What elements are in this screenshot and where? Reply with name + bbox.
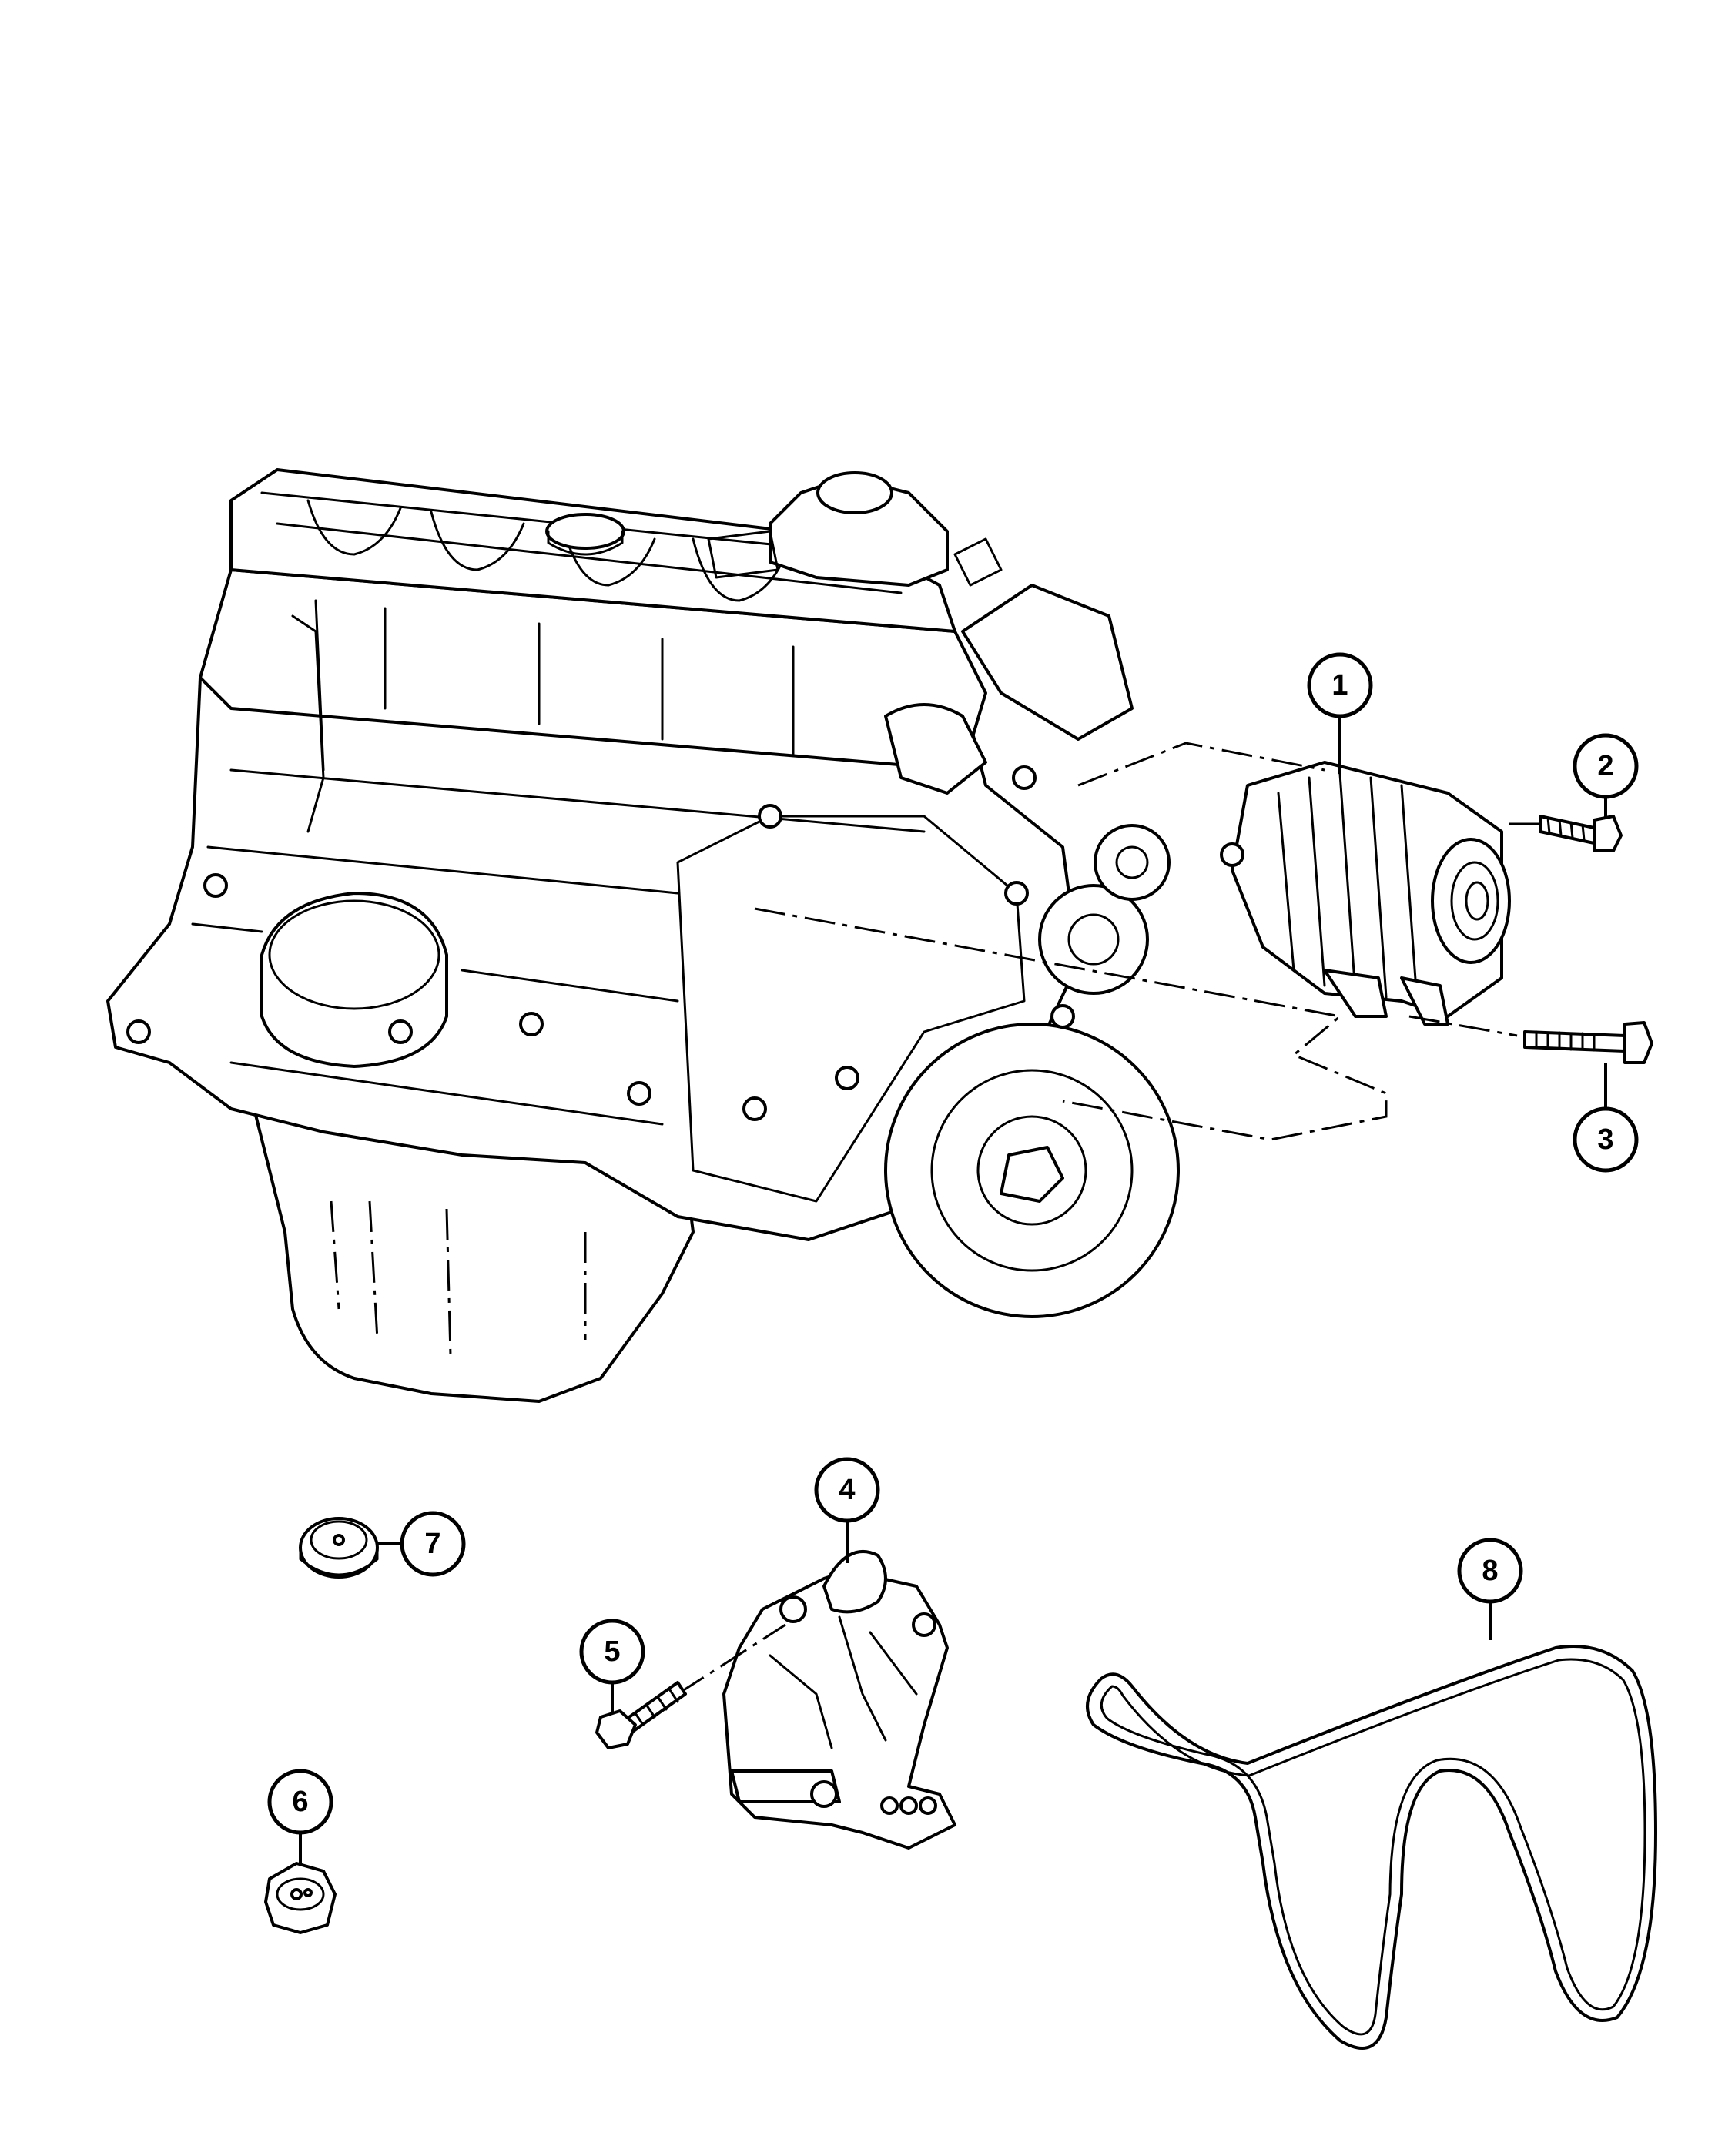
alignment-line-bolt3 <box>1408 1015 1518 1037</box>
callout-6[interactable]: 6 <box>267 1769 333 1863</box>
callout-4[interactable]: 4 <box>814 1457 880 1563</box>
bolt-2 <box>1539 815 1623 852</box>
serpentine-belt <box>1086 1645 1657 2050</box>
callout-4-label: 4 <box>839 1474 855 1506</box>
alignment-line-upper <box>1077 742 1325 787</box>
valve-cover <box>229 468 956 633</box>
callout-1-label: 1 <box>1331 669 1348 701</box>
engine-block <box>106 630 1080 1241</box>
alternator <box>1220 761 1511 1026</box>
cap-7 <box>299 1517 379 1578</box>
engine-assembly <box>106 468 1180 1403</box>
callout-3-label: 3 <box>1597 1123 1613 1156</box>
callout-1[interactable]: 1 <box>1307 652 1373 774</box>
callout-2[interactable]: 2 <box>1573 733 1639 818</box>
callout-5-label: 5 <box>604 1635 620 1668</box>
callout-5[interactable]: 5 <box>579 1619 645 1713</box>
callout-7[interactable]: 7 <box>377 1511 466 1577</box>
callout-6-label: 6 <box>292 1786 308 1818</box>
bolt-5 <box>595 1681 687 1749</box>
alternator-bracket <box>722 1550 956 1850</box>
bolt-3 <box>1523 1021 1653 1064</box>
alternator-pulley <box>1431 838 1511 964</box>
nut-6 <box>264 1862 337 1934</box>
callout-7-label: 7 <box>424 1528 440 1560</box>
callout-8[interactable]: 8 <box>1457 1538 1523 1640</box>
oil-pan <box>253 1107 695 1403</box>
callout-2-label: 2 <box>1597 750 1613 782</box>
alignment-line-bolt5 <box>677 1623 786 1696</box>
callout-3[interactable]: 3 <box>1573 1063 1639 1173</box>
oil-filler-cap <box>545 513 625 550</box>
callout-8-label: 8 <box>1482 1555 1498 1587</box>
